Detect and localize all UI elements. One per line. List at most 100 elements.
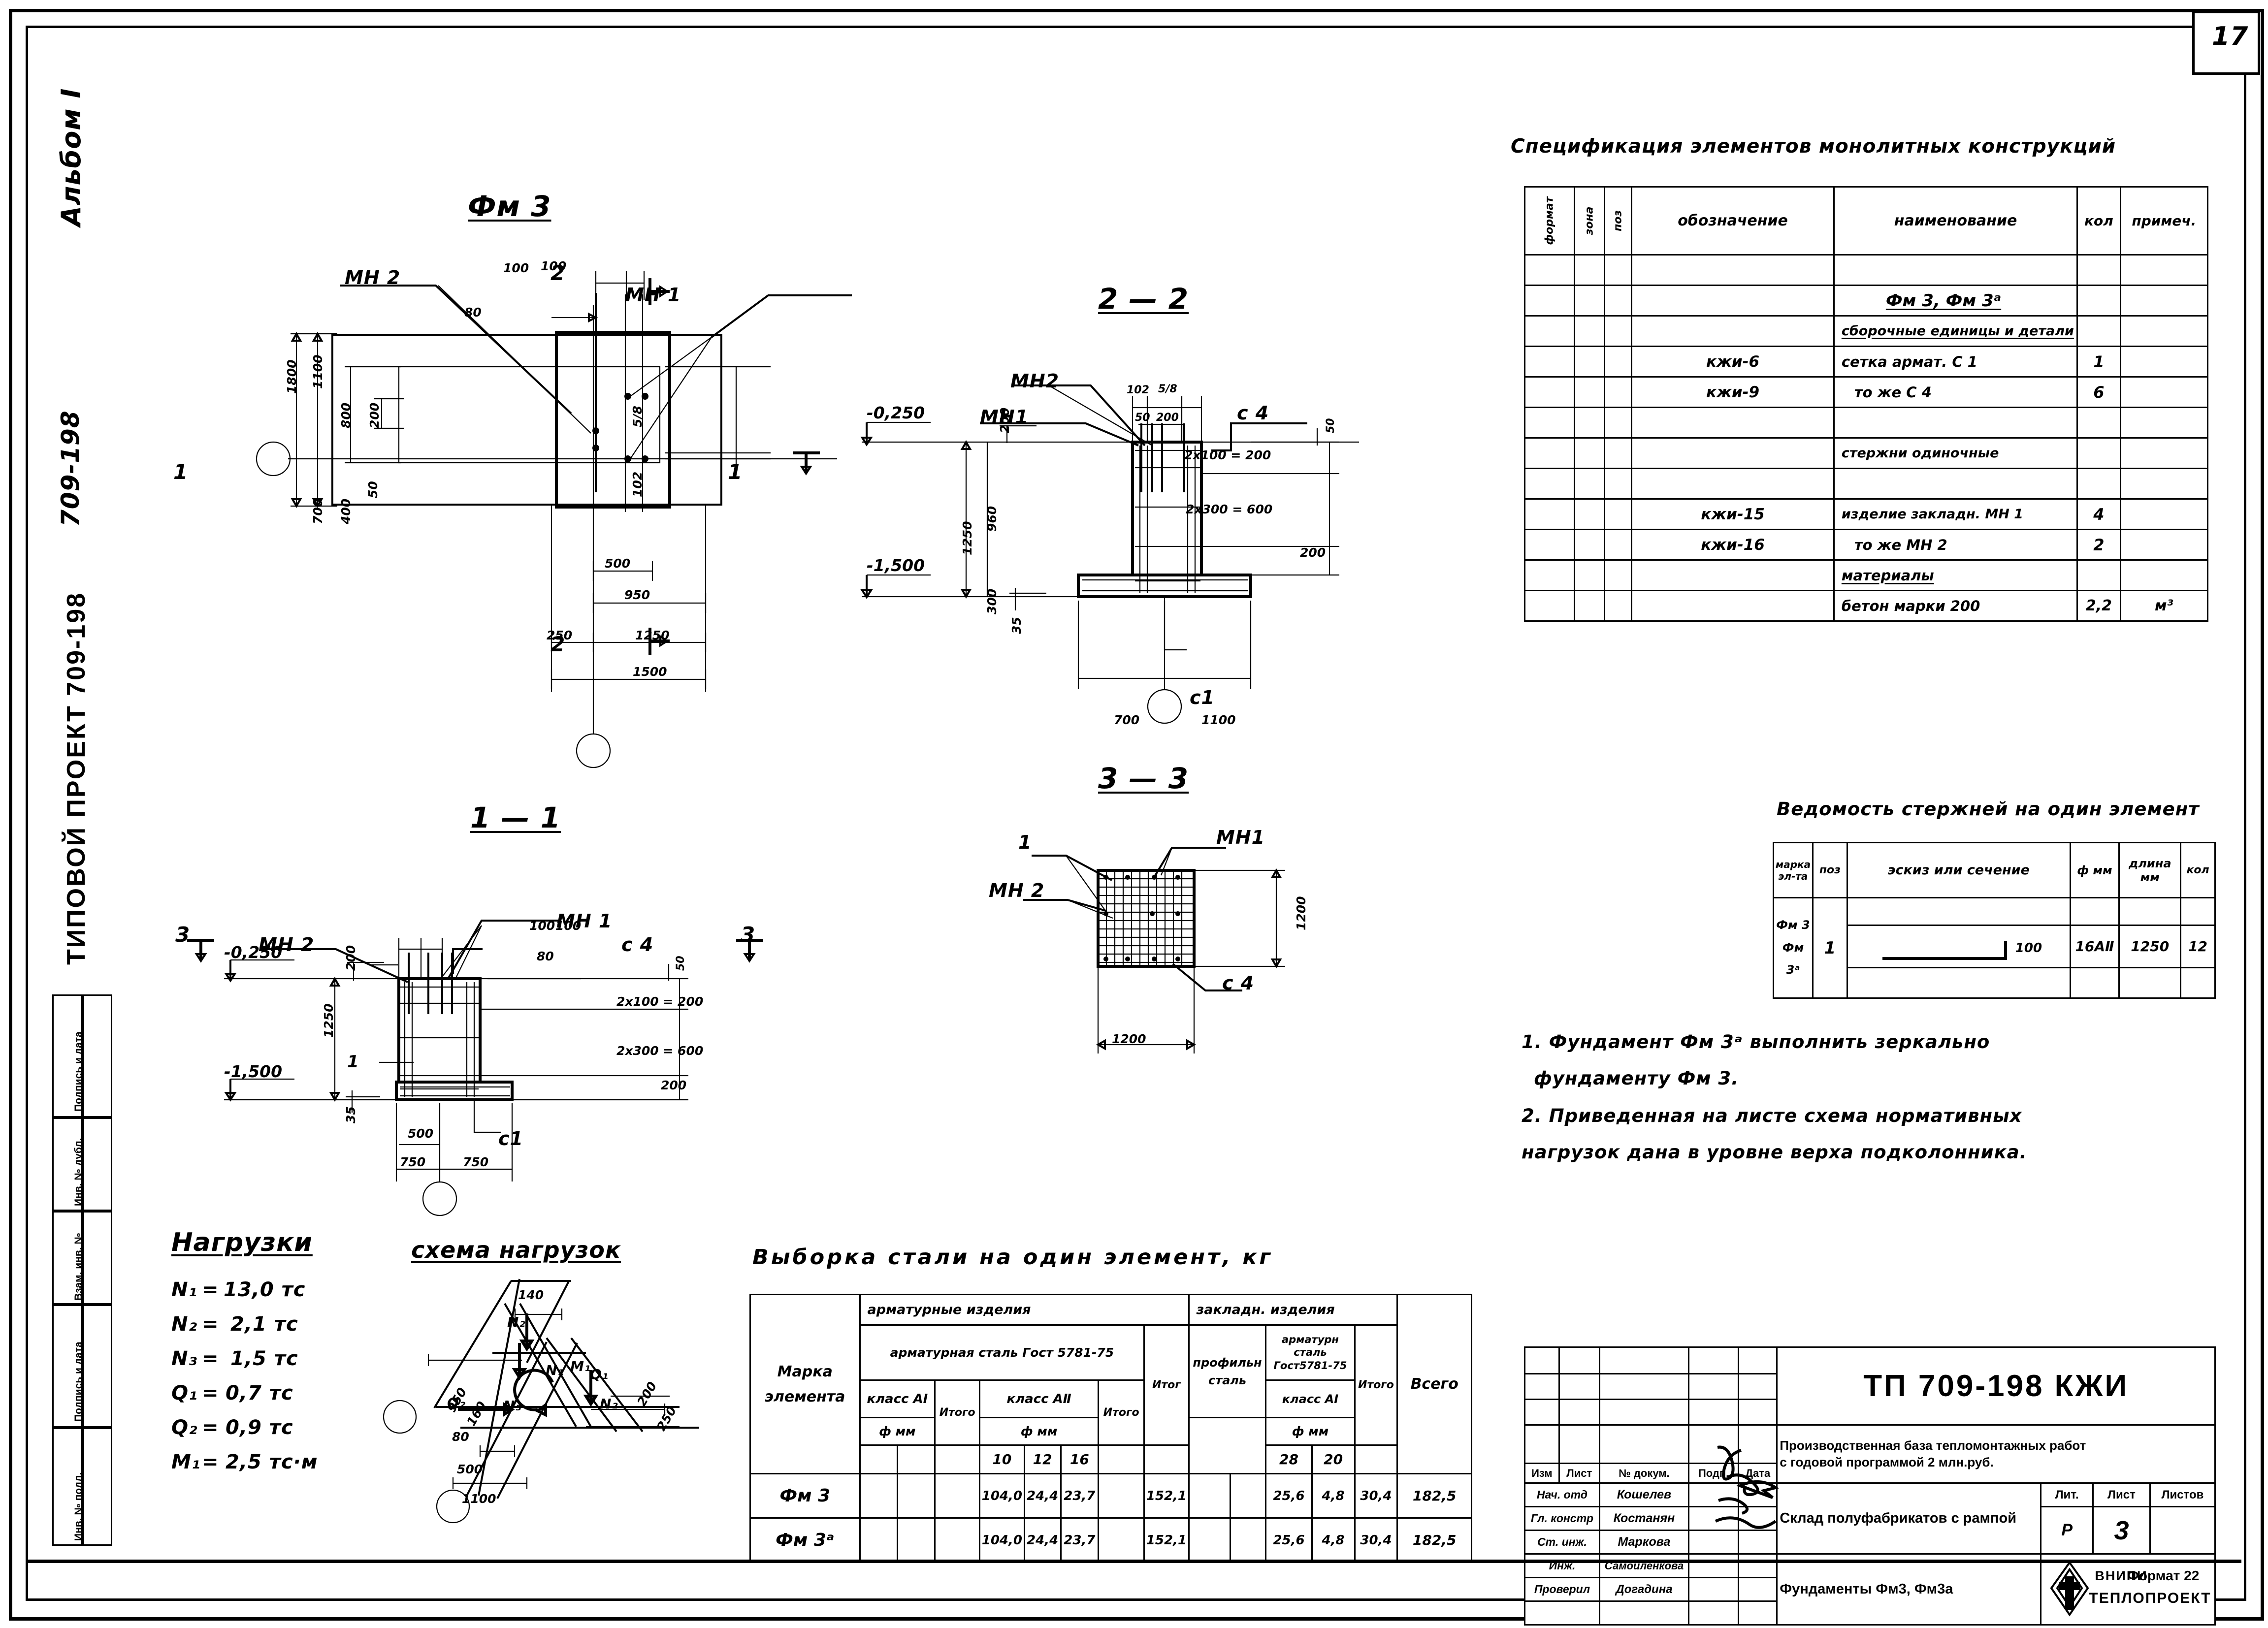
scheme-label-n3: N₃: [503, 1398, 522, 1414]
steel-row1-total: 182,5: [1396, 1517, 1472, 1563]
sec11-dim-750b: 750: [463, 1155, 489, 1169]
steel-row1-a2-10: 104,0: [979, 1517, 1025, 1563]
table-row: [1774, 967, 2216, 999]
tb-org-line2: ТЕПЛОПРОЕКТ: [2089, 1590, 2211, 1606]
spec-table-title: Спецификация элементов монолитных констр…: [1511, 135, 2116, 158]
tb-detail: Фундаменты Фм3, Фм3а: [1776, 1553, 2042, 1626]
tb-blank-19: [1687, 1424, 1740, 1464]
steel-a2-d-12: 12: [1023, 1444, 1062, 1474]
stamp-label-0: Подпись и дата: [73, 1031, 84, 1112]
cell-zone: [1574, 559, 1606, 591]
spec-h-designation: обозначение: [1631, 186, 1835, 255]
rod-qty-cell: 12: [2180, 925, 2216, 968]
scheme-dim-140: 140: [518, 1288, 544, 1302]
cell-format: [1523, 468, 1576, 500]
load-label-0: N₁: [171, 1278, 197, 1301]
steel-h-class-a1: класс АⅠ: [859, 1379, 936, 1418]
cell-sketch-blank: [1846, 897, 2071, 926]
plan-sec-2-top: 2: [551, 261, 566, 285]
tb-blank-6: [1524, 1373, 1560, 1400]
spec-name-kzhi6: сетка армат. С 1: [1833, 346, 2078, 378]
tb-code-row: ТП 709-198 КЖИ: [1524, 1346, 2216, 1426]
steel-prof-blank: [1188, 1417, 1267, 1474]
sec11-dim-50: 50: [675, 956, 687, 971]
steel-row0-prof-0: [1188, 1473, 1231, 1519]
scheme-label-n1: N₁: [546, 1362, 564, 1378]
steel-h-emb-group: закладн. изделия: [1188, 1294, 1398, 1326]
cell-pos: [1604, 315, 1633, 347]
plan-dim-700: 700: [311, 498, 325, 524]
sec33-title: 3 — 3: [1098, 762, 1189, 795]
scheme-label-n2: N₂: [507, 1314, 526, 1330]
steel-row1-itog: 152,1: [1143, 1517, 1190, 1563]
organization-logo-icon: [2050, 1561, 2089, 1617]
cell-format: [1523, 315, 1576, 347]
steel-header-row-1: Марка элемента арматурные изделия заклад…: [749, 1294, 1472, 1474]
scheme-dim-1100: 1100: [462, 1492, 496, 1506]
steel-h-mark: Марка элемента: [749, 1294, 861, 1474]
cell-qty: [2076, 437, 2121, 469]
cell-des: [1631, 468, 1835, 500]
spec-des-kzhi16: кжи-16: [1631, 529, 1835, 561]
stamp-label-4: Инв. № подл.: [73, 1472, 84, 1541]
steel-h-emb-steel: арматурн сталь Гост5781-75: [1265, 1324, 1356, 1381]
cell-pos: [1604, 529, 1633, 561]
steel-h-prof-text: профильн сталь: [1193, 1355, 1262, 1387]
tb-date-blank: [1738, 1600, 1778, 1626]
plan-dim-400: 400: [339, 498, 353, 524]
steel-row0-a2-10: 104,0: [979, 1473, 1025, 1519]
spec-name-kzhi15: изделие закладн. МН 1: [1833, 498, 2078, 530]
tb-object: Производственная база тепломонтажных раб…: [1776, 1424, 2216, 1484]
spec-subgroup-materials: материалы: [1833, 559, 2078, 591]
table-row: сборочные единицы и детали: [1523, 315, 2209, 347]
page-number: 17: [2212, 22, 2249, 51]
sec33-callout-1: 1: [1018, 831, 1032, 853]
note-line-1: фундаменту Фм 3.: [1534, 1068, 1739, 1089]
tb-role-3: Инж.: [1524, 1553, 1600, 1578]
cell-zone: [1574, 529, 1606, 561]
steel-header-row-5: 10 12 16 28 20: [750, 1444, 1472, 1474]
cell-zone: [1574, 407, 1606, 439]
rod-h-len: длина мм: [2118, 842, 2182, 898]
tb-stage-headers: Изм Лист № докум. Подп. Дата: [1524, 1463, 2215, 1484]
load-eq-3: =: [202, 1382, 219, 1405]
cell-format: [1523, 437, 1576, 469]
cell-sketch-blank2: [1846, 967, 2071, 999]
steel-row0-mark: Фм 3: [749, 1473, 861, 1519]
tb-sheets-total: [2149, 1506, 2216, 1555]
scheme-label-m1: M₁: [570, 1358, 591, 1374]
sec33-graphics: [1023, 847, 1285, 1053]
steel-a2-d-16: 16: [1060, 1444, 1100, 1474]
sec22-dim-58: 5/8: [1158, 383, 1177, 395]
table-row: Гл. констр Костанян Р 3: [1524, 1506, 2216, 1555]
sec11-sec-3-right: 3: [741, 923, 756, 947]
steel-h-class-a2: класс АⅡ: [979, 1379, 1099, 1418]
steel-emb-d-20: 20: [1311, 1444, 1356, 1474]
load-label-5: M₁: [171, 1451, 201, 1473]
sec11-sec-3-left: 3: [175, 923, 191, 947]
plan-callout-mn1: МН 1: [625, 284, 681, 306]
table-row: стержни одиночные: [1523, 437, 2209, 469]
cell-name: [1833, 254, 2078, 286]
spec-h-format: формат: [1523, 186, 1576, 255]
tb-blank-4: [1687, 1346, 1740, 1374]
rod-h-pos: поз: [1812, 842, 1848, 898]
steel-row0-emb-28: 25,6: [1265, 1473, 1313, 1519]
inner-border: [26, 26, 2246, 1601]
steel-header-row-3: класс АⅠ Итого класс АⅡ Итого класс АⅠ: [750, 1379, 1472, 1446]
tb-h-listov: Листов: [2149, 1482, 2216, 1507]
table-row: кжи-6 сетка армат. С 1 1: [1523, 346, 2209, 378]
steel-a1-d2-hdr: [896, 1444, 936, 1474]
sec11-elev-bot: -1,500: [224, 1062, 283, 1081]
plan-sec-2-bot: 2: [551, 632, 566, 656]
tb-h-data: Дата: [1738, 1463, 1778, 1484]
cell-note: [2119, 529, 2209, 561]
plan-dim-100a: 100: [503, 261, 529, 275]
sec11-dim-100a: 100: [529, 919, 555, 933]
cell-format: [1523, 498, 1576, 530]
tb-building: Склад полуфабрикатов с рампой: [1776, 1482, 2042, 1555]
sec22-dim-35: 35: [1009, 617, 1024, 634]
cell-zone: [1574, 254, 1606, 286]
steel-header-row-2: арматурная сталь Гост 5781-75 Итог профи…: [750, 1324, 1472, 1446]
sec22-dim-50r: 50: [1325, 418, 1337, 433]
